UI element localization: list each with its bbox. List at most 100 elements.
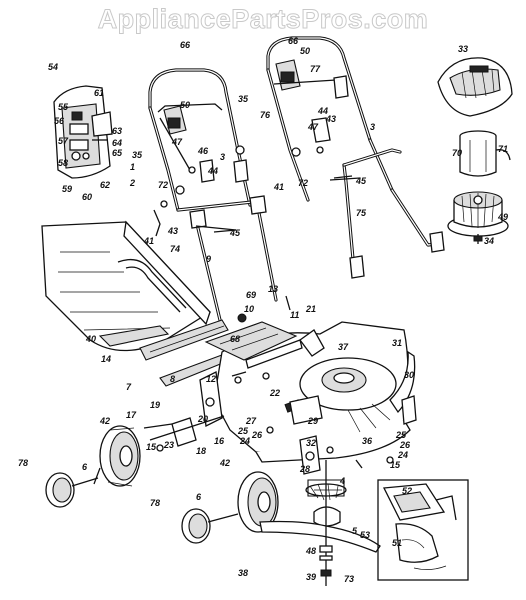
- part-number-label: 56: [54, 116, 65, 126]
- part-number-label: 7: [126, 382, 132, 392]
- part-number-label: 59: [62, 184, 72, 194]
- part-number-label: 50: [300, 46, 310, 56]
- part-number-callouts: 1233456678910111213141515161718192021222…: [18, 36, 508, 584]
- part-number-label: 36: [362, 436, 373, 446]
- part-number-label: 3: [370, 122, 375, 132]
- hardware: [93, 175, 394, 485]
- fuel-tank: [459, 130, 511, 177]
- part-number-label: 42: [99, 416, 110, 426]
- part-number-label: 50: [180, 100, 190, 110]
- right-upper-handle: [266, 36, 445, 279]
- part-number-label: 25: [237, 426, 249, 436]
- part-number-label: 42: [219, 458, 230, 468]
- part-number-label: 78: [18, 458, 28, 468]
- part-number-label: 63: [112, 126, 122, 136]
- part-number-label: 34: [484, 236, 494, 246]
- grass-catcher: [41, 220, 212, 352]
- front-wheel-right: [237, 471, 279, 533]
- part-number-label: 24: [239, 436, 250, 446]
- part-number-label: 19: [150, 400, 160, 410]
- part-number-label: 16: [214, 436, 225, 446]
- part-number-label: 21: [305, 304, 316, 314]
- part-number-label: 76: [260, 110, 271, 120]
- part-number-label: 44: [317, 106, 328, 116]
- part-number-label: 72: [158, 180, 168, 190]
- part-number-label: 45: [229, 228, 241, 238]
- part-number-label: 68: [230, 334, 240, 344]
- part-number-label: 65: [112, 148, 123, 158]
- part-number-label: 62: [100, 180, 110, 190]
- part-number-label: 43: [167, 226, 178, 236]
- part-number-label: 43: [325, 114, 336, 124]
- part-number-label: 71: [498, 144, 508, 154]
- part-number-label: 61: [94, 88, 104, 98]
- part-number-label: 12: [206, 374, 216, 384]
- part-number-label: 11: [290, 310, 299, 320]
- part-number-label: 1: [130, 162, 135, 172]
- engine-flywheel: [447, 191, 509, 244]
- rear-wheel-left: [99, 425, 141, 487]
- part-number-label: 17: [126, 410, 137, 420]
- part-number-label: 55: [58, 102, 69, 112]
- part-number-label: 38: [238, 568, 248, 578]
- part-number-label: 45: [355, 176, 367, 186]
- part-number-label: 15: [146, 442, 157, 452]
- part-number-label: 3: [220, 152, 225, 162]
- part-number-label: 64: [112, 138, 122, 148]
- left-upper-handle: [148, 68, 278, 322]
- part-number-label: 18: [196, 446, 206, 456]
- part-number-label: 14: [101, 354, 111, 364]
- hubcap-right: [181, 508, 239, 544]
- part-number-label: 54: [48, 62, 58, 72]
- part-number-label: 15: [390, 460, 401, 470]
- part-number-label: 13: [268, 284, 278, 294]
- blade-assembly: [259, 460, 381, 586]
- part-number-label: 31: [392, 338, 402, 348]
- part-number-label: 66: [180, 40, 191, 50]
- part-number-label: 40: [85, 334, 96, 344]
- part-number-label: 32: [306, 438, 316, 448]
- part-number-label: 46: [197, 146, 209, 156]
- part-number-label: 52: [402, 486, 412, 496]
- part-number-label: 41: [143, 236, 154, 246]
- part-number-label: 9: [206, 254, 211, 264]
- part-number-label: 23: [163, 440, 174, 450]
- part-number-label: 74: [170, 244, 180, 254]
- part-number-label: 47: [171, 137, 183, 147]
- part-number-label: 28: [299, 464, 310, 474]
- part-number-label: 29: [307, 416, 318, 426]
- part-number-label: 10: [244, 304, 254, 314]
- hubcap-left: [45, 472, 99, 508]
- part-number-label: 77: [310, 64, 321, 74]
- part-number-label: 25: [395, 430, 407, 440]
- part-number-label: 49: [497, 212, 508, 222]
- part-number-label: 39: [306, 572, 316, 582]
- part-number-label: 30: [404, 370, 414, 380]
- deflector-inset: [377, 479, 469, 581]
- part-number-label: 33: [458, 44, 468, 54]
- engine-cover: [437, 57, 513, 117]
- part-number-label: 70: [452, 148, 462, 158]
- part-number-label: 35: [238, 94, 249, 104]
- part-number-label: 37: [338, 342, 349, 352]
- part-number-label: 5: [352, 526, 358, 536]
- part-number-label: 44: [207, 166, 218, 176]
- part-number-label: 35: [132, 150, 143, 160]
- part-number-label: 69: [246, 290, 256, 300]
- part-number-label: 48: [305, 546, 316, 556]
- part-number-label: 6: [82, 462, 88, 472]
- watermark: AppliancePartsPros.com: [97, 4, 429, 35]
- part-number-label: 26: [399, 440, 411, 450]
- control-panel-detail: [53, 85, 113, 179]
- part-number-label: 41: [273, 182, 284, 192]
- part-number-label: 75: [356, 208, 367, 218]
- part-number-label: 27: [245, 416, 257, 426]
- part-number-label: 51: [392, 538, 402, 548]
- part-number-label: 60: [82, 192, 92, 202]
- part-number-label: 78: [150, 498, 160, 508]
- part-number-label: 20: [197, 414, 208, 424]
- part-number-label: 72: [298, 178, 308, 188]
- mower-deck: [149, 321, 417, 475]
